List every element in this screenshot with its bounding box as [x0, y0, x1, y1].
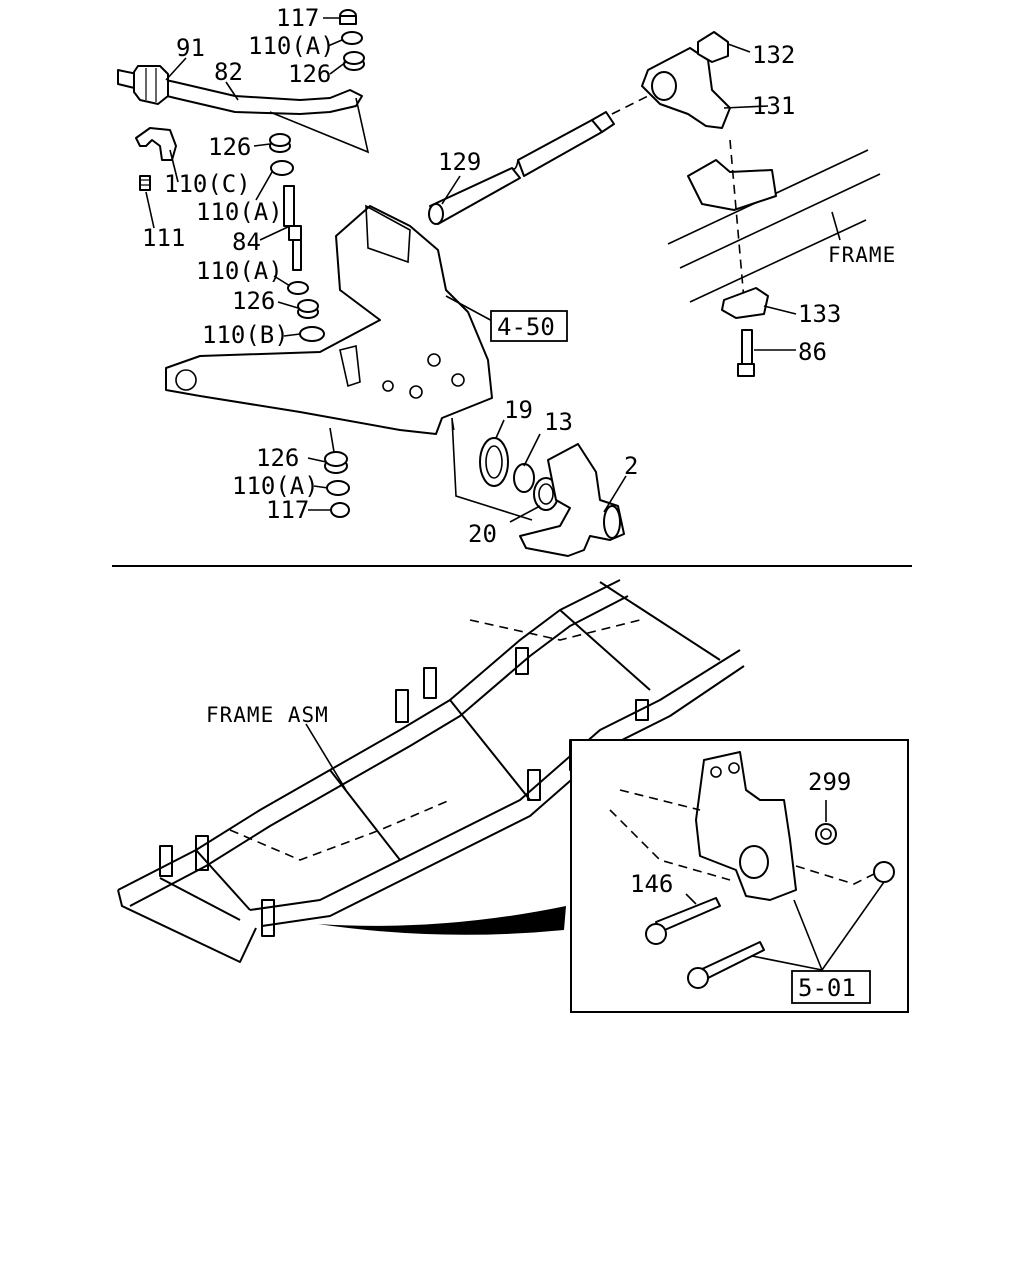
- reference-4-50-label: 4-50: [497, 313, 555, 341]
- label-117-top: 117: [276, 4, 319, 32]
- label-2: 2: [624, 452, 638, 480]
- label-19: 19: [504, 396, 533, 424]
- washer-110b: [299, 326, 325, 342]
- label-84: 84: [232, 228, 261, 256]
- crossmember: [165, 204, 493, 435]
- washer-110a-mid: [270, 160, 294, 176]
- washer-inset: [873, 861, 895, 883]
- label-117-bottom: 117: [266, 496, 309, 524]
- label-13: 13: [544, 408, 573, 436]
- detail-bracket: [609, 751, 797, 901]
- stabilizer-bar-82: [117, 69, 363, 115]
- label-110a-3: 110(A): [196, 257, 283, 285]
- nut-299: [815, 823, 837, 845]
- label-110b: 110(B): [202, 321, 289, 349]
- bushing-126-low: [297, 299, 319, 319]
- label-111: 111: [142, 224, 185, 252]
- label-146: 146: [630, 870, 673, 898]
- detail-pointer: [318, 906, 566, 935]
- label-110c: 110(C): [164, 170, 251, 198]
- label-frame: FRAME: [828, 243, 896, 267]
- label-126-1: 126: [288, 60, 331, 88]
- label-82: 82: [214, 58, 243, 86]
- bushing-126-top: [343, 51, 365, 71]
- bolt-146: [645, 897, 721, 945]
- seal-19: [479, 437, 509, 487]
- reference-box-4-50[interactable]: 4-50: [490, 310, 568, 342]
- label-86: 86: [798, 338, 827, 366]
- label-91: 91: [176, 34, 205, 62]
- label-129: 129: [438, 148, 481, 176]
- nut-117-bottom: [330, 502, 350, 518]
- washer-110a-low: [287, 281, 309, 295]
- nut-117-top: [339, 9, 357, 25]
- label-131: 131: [752, 92, 795, 120]
- bolt-86: [737, 329, 755, 377]
- label-20: 20: [468, 520, 497, 548]
- label-110a-1: 110(A): [248, 32, 335, 60]
- label-110a-2: 110(A): [196, 198, 283, 226]
- washer-110a-top: [341, 31, 363, 45]
- bushing-126-bottom: [324, 451, 348, 474]
- label-frame-asm: FRAME ASM: [206, 703, 329, 727]
- label-133: 133: [798, 300, 841, 328]
- label-132: 132: [752, 41, 795, 69]
- bolt-111: [139, 175, 151, 191]
- clamp-132: [697, 31, 729, 63]
- torsion-bar-129: [428, 111, 615, 225]
- washer-110a-bottom: [326, 480, 350, 496]
- label-110a-4: 110(A): [232, 472, 319, 500]
- bolt-lower: [687, 941, 765, 989]
- reference-5-01-label: 5-01: [798, 974, 856, 1002]
- bushing-126-mid: [269, 133, 291, 153]
- label-299: 299: [808, 768, 851, 796]
- knuckle-2: [519, 443, 625, 557]
- label-126-3: 126: [232, 287, 275, 315]
- frame-assembly: [117, 579, 745, 963]
- bracket-110c: [135, 127, 177, 161]
- ring-13: [513, 463, 535, 493]
- anchor-133: [721, 287, 769, 319]
- reference-box-5-01[interactable]: 5-01: [791, 970, 871, 1004]
- label-126-2: 126: [208, 133, 251, 161]
- bushing-91: [133, 65, 169, 105]
- label-126-4: 126: [256, 444, 299, 472]
- leader-lines: [145, 17, 841, 905]
- frame-rails: [667, 149, 881, 303]
